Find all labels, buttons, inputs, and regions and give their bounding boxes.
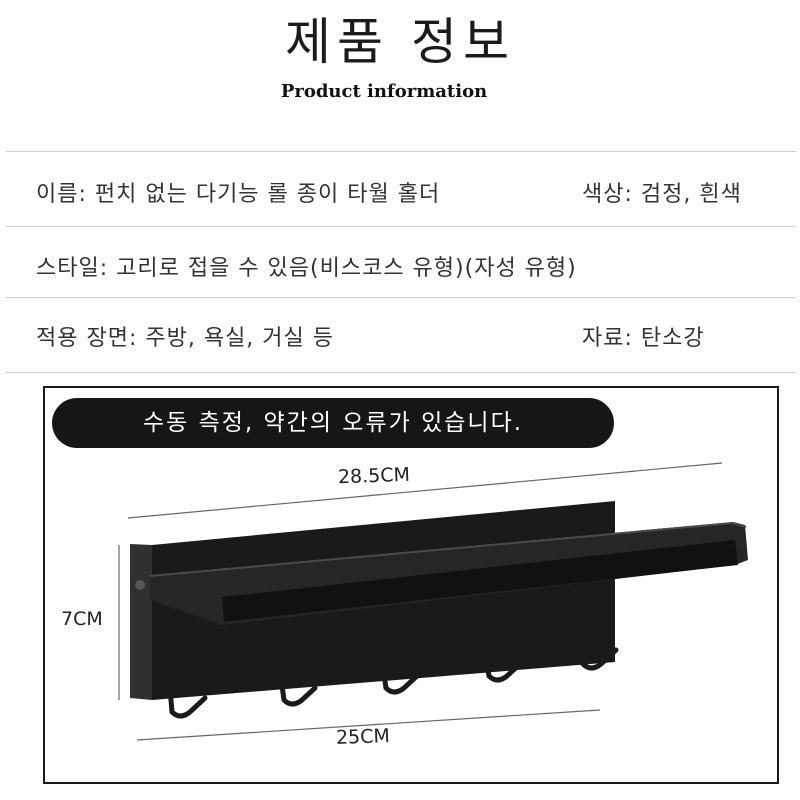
spec-scene: 적용 장면: 주방, 욕실, 거실 등 — [36, 326, 335, 351]
spec-name: 이름: 펀치 없는 다기능 롤 종이 타월 홀더 — [36, 182, 441, 207]
screw-icon — [135, 580, 145, 590]
product-figure-frame — [43, 386, 779, 784]
towel-bar-highlight — [149, 521, 747, 577]
hook-icon — [577, 644, 619, 671]
hook-icon — [167, 685, 208, 719]
divider — [6, 151, 796, 152]
dimension-line-bottom — [136, 709, 601, 741]
dimension-label-height: 7CM — [61, 608, 103, 630]
spec-material: 자료: 탄소강 — [582, 326, 705, 351]
towel-bar-front — [222, 540, 738, 622]
spec-style: 스타일: 고리로 접을 수 있음(비스코스 유형)(자성 유형) — [36, 256, 577, 281]
page-title: 제품 정보 — [285, 13, 515, 71]
measurement-notice: 수동 측정, 약간의 오류가 있습니다. — [52, 398, 614, 448]
holder-plate-side — [130, 544, 152, 700]
dimension-line-top — [127, 462, 723, 519]
divider — [6, 226, 796, 227]
hooks — [167, 644, 619, 719]
hook-icon — [483, 654, 523, 683]
divider — [6, 297, 796, 298]
hook-icon — [380, 665, 420, 695]
divider — [6, 372, 796, 373]
spec-color: 색상: 검정, 흰색 — [582, 182, 742, 207]
hook-icon — [278, 675, 318, 707]
dimension-label-width-top: 28.5CM — [337, 463, 411, 489]
dimension-label-width-bottom: 25CM — [335, 725, 391, 749]
page-subtitle: Product information — [280, 81, 488, 102]
